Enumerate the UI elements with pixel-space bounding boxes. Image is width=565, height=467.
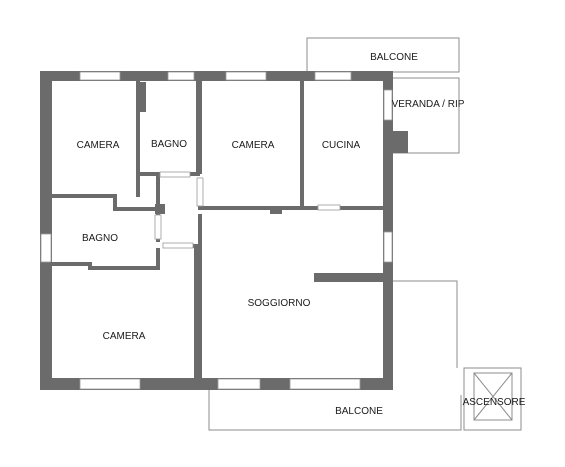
room-label-bagno-1: BAGNO — [151, 139, 187, 150]
room-label-camera-2: CAMERA — [232, 140, 275, 151]
exterior-walls — [40, 71, 408, 390]
windows — [40, 71, 393, 390]
room-label-camera-3: CAMERA — [103, 331, 146, 342]
room-label-soggiorno: SOGGIORNO — [248, 298, 311, 309]
room-label-veranda: VERANDA / RIP — [392, 99, 465, 110]
room-label-ascensore: ASCENSORE — [463, 397, 526, 408]
veranda-outline — [392, 77, 460, 154]
room-label-cucina: CUCINA — [322, 140, 361, 151]
room-label-camera-1: CAMERA — [77, 140, 120, 151]
room-label-bagno-2: BAGNO — [82, 233, 118, 244]
elevator-shaft — [463, 367, 522, 431]
door-openings — [154, 171, 341, 249]
room-label-balcone-top: BALCONE — [370, 52, 418, 63]
terrace-outline — [392, 280, 458, 368]
room-label-balcone-bottom: BALCONE — [335, 406, 383, 417]
balcone-bottom-outline — [208, 390, 462, 431]
